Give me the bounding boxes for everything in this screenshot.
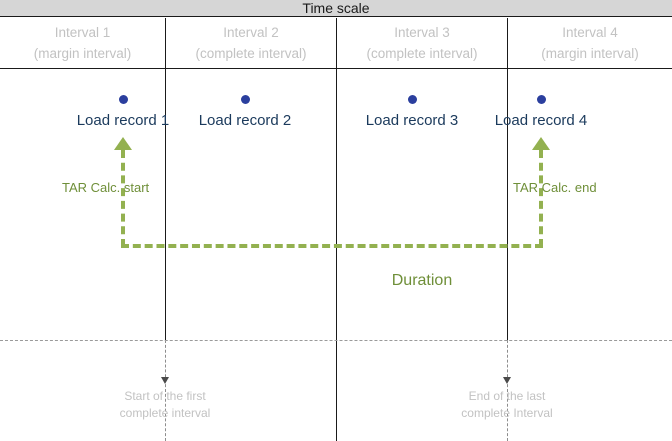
interval-header-3-name: Interval 3	[394, 25, 450, 40]
interval-header-3: Interval 3 (complete interval)	[337, 22, 507, 64]
complete-interval-boundary-rule	[0, 340, 672, 341]
load-record-4-dot	[537, 95, 546, 104]
load-record-1-label: Load record 1	[76, 112, 170, 129]
interval-header-2: Interval 2 (complete interval)	[166, 22, 336, 64]
tar-calc-end-label: TAR Calc. end	[513, 180, 597, 195]
tar-calc-start-label: TAR Calc. start	[62, 180, 150, 195]
interval-divider-2	[336, 18, 337, 441]
load-record-3-label: Load record 3	[365, 112, 459, 129]
start-callout-line-2: complete interval	[119, 406, 211, 420]
interval-header-2-kind: (complete interval)	[195, 46, 307, 61]
duration-connector-line	[121, 244, 543, 248]
tar-calc-start-line	[121, 150, 125, 247]
interval-divider-3	[507, 18, 508, 340]
load-record-1-dot	[119, 95, 128, 104]
page-title: Time scale	[302, 0, 370, 16]
load-record-2-dot	[241, 95, 250, 104]
interval-header-1: Interval 1 (margin interval)	[0, 22, 165, 64]
load-record-3-dot	[408, 95, 417, 104]
time-scale-header-band	[0, 0, 672, 17]
interval-header-3-kind: (complete interval)	[366, 46, 478, 61]
interval-header-4-name: Interval 4	[562, 25, 618, 40]
duration-label: Duration	[391, 272, 453, 289]
end-callout-text: End of the last complete Interval	[407, 388, 607, 422]
interval-header-1-kind: (margin interval)	[33, 46, 132, 61]
end-callout-line-2: complete Interval	[461, 406, 553, 420]
interval-header-4-kind: (margin interval)	[541, 46, 639, 61]
interval-divider-1-extension	[165, 340, 166, 441]
tar-calc-start-arrow-icon	[114, 137, 132, 150]
tar-calc-end-arrow-icon	[532, 137, 550, 150]
load-record-2-label: Load record 2	[198, 112, 292, 129]
load-record-4-label: Load record 4	[494, 112, 588, 129]
interval-header-4: Interval 4 (margin interval)	[508, 22, 672, 64]
interval-header-2-name: Interval 2	[223, 25, 279, 40]
start-callout-arrow-icon	[161, 377, 169, 384]
interval-header-1-name: Interval 1	[54, 25, 111, 40]
end-callout-line-1: End of the last	[468, 389, 546, 403]
interval-divider-1	[165, 18, 166, 340]
start-callout-text: Start of the first complete interval	[65, 388, 265, 422]
interval-divider-3-extension	[507, 340, 508, 441]
end-callout-arrow-icon	[503, 377, 511, 384]
tar-calc-end-line	[539, 150, 543, 247]
start-callout-line-1: Start of the first	[124, 389, 206, 403]
